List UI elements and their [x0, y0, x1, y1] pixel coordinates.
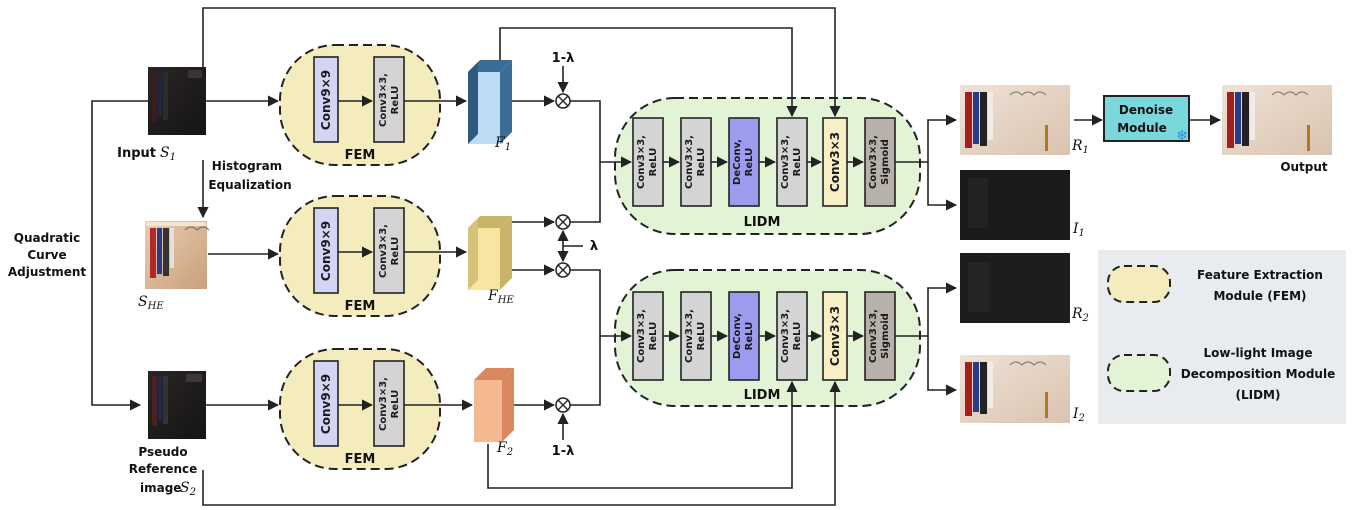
lidm-b1-line2: ReLU — [648, 322, 659, 351]
output-image-i1 — [960, 170, 1070, 240]
label-pseudo: Pseudo — [138, 445, 187, 459]
symbol-r1: R1 — [1071, 138, 1089, 156]
legend-fem-line2: Module (FEM) — [1213, 289, 1306, 303]
conv9-block — [313, 207, 339, 294]
label-reference: Reference — [129, 462, 198, 476]
conv3-relu-block — [373, 360, 405, 447]
lidm-title: LIDM — [744, 388, 781, 403]
input-image-s1 — [148, 67, 206, 135]
multiply-operator-he-top — [555, 214, 571, 230]
legend-lidm-line2: Decomposition Module — [1181, 367, 1335, 381]
label-adjustment: Adjustment — [8, 265, 87, 279]
label-equalization: Equalization — [208, 178, 291, 192]
lidm-b6-line2: Sigmoid — [880, 313, 891, 359]
label-output: Output — [1280, 160, 1328, 174]
lidm-b1-line1: Conv3×3, — [636, 135, 647, 189]
label-histogram: Histogram — [212, 159, 282, 173]
fem-title: FEM — [345, 452, 376, 467]
symbol-r2: R2 — [1071, 306, 1089, 324]
symbol-f2: F2 — [496, 440, 513, 458]
legend-lidm: Low-light Image Decomposition Module (LI… — [1107, 346, 1335, 402]
conv3-label-line2: ReLU — [390, 86, 401, 115]
conv3-label-line1: Conv3×3, — [378, 73, 389, 127]
lidm-b3-line2: ReLU — [744, 322, 755, 351]
symbol-s1: S1 — [160, 145, 176, 163]
final-output-image — [1222, 85, 1332, 155]
conv9-label: Conv9×9 — [319, 70, 333, 130]
conv9-label: Conv9×9 — [319, 374, 333, 434]
lidm-b5: Conv3×3 — [828, 306, 842, 366]
conv3-relu-block — [373, 56, 405, 143]
conv3-label-line1: Conv3×3, — [378, 224, 389, 278]
lidm-b4-line2: ReLU — [792, 148, 803, 177]
snowflake-icon: ❄ — [1176, 128, 1188, 144]
lidm-b2-line2: ReLU — [696, 148, 707, 177]
fem-module-bottom: FEM Conv9×9 Conv3×3, ReLU — [279, 348, 441, 470]
conv3-label-line1: Conv3×3, — [378, 377, 389, 431]
fem-module-top: FEM Conv9×9 Conv3×3, ReLU — [279, 44, 441, 166]
input-image-s2 — [148, 371, 206, 439]
lidm-b6-line2: Sigmoid — [880, 139, 891, 185]
symbol-f1: F1 — [494, 135, 511, 153]
label-image: image — [140, 481, 181, 495]
feature-map-fhe — [468, 216, 512, 290]
legend-lidm-line3: (LIDM) — [1236, 388, 1281, 402]
legend-lidm-line1: Low-light Image — [1203, 346, 1312, 360]
symbol-s2: S2 — [180, 480, 196, 498]
denoise-line1: Denoise — [1119, 103, 1173, 117]
denoise-line2: Module — [1117, 121, 1167, 135]
conv9-block — [313, 56, 339, 143]
feature-map-f1 — [468, 60, 512, 144]
label-one-minus-lambda-bottom: 1-λ — [552, 444, 575, 459]
lidm-b3-line1: DeConv, — [732, 313, 743, 359]
conv3-relu-block — [373, 207, 405, 294]
label-lambda: λ — [590, 239, 598, 254]
conv9-label: Conv9×9 — [319, 221, 333, 281]
legend-fem-line1: Feature Extraction — [1197, 268, 1323, 282]
input-image-she — [145, 221, 210, 289]
lidm-b6-line1: Conv3×3, — [868, 135, 879, 189]
lidm-b2-line2: ReLU — [696, 322, 707, 351]
lidm-b6-line1: Conv3×3, — [868, 309, 879, 363]
lidm-b3-line1: DeConv, — [732, 139, 743, 185]
feature-map-f2 — [474, 368, 514, 442]
lidm-b4-line2: ReLU — [792, 322, 803, 351]
label-quadratic: Quadratic — [14, 231, 80, 245]
lidm-b4-line1: Conv3×3, — [780, 135, 791, 189]
denoise-module: Denoise Module ❄ — [1103, 95, 1190, 144]
lidm-title: LIDM — [744, 215, 781, 230]
label-one-minus-lambda-top: 1-λ — [552, 51, 575, 66]
multiply-operator-bottom — [555, 397, 571, 413]
conv3-label-line2: ReLU — [390, 390, 401, 419]
lidm-b5: Conv3×3 — [828, 132, 842, 192]
lidm-b1-line2: ReLU — [648, 148, 659, 177]
output-image-i2 — [960, 355, 1070, 423]
lidm-b2-line1: Conv3×3, — [684, 135, 695, 189]
conv9-block — [313, 360, 339, 447]
conv3-label-line2: ReLU — [390, 237, 401, 266]
symbol-i2: I2 — [1072, 406, 1085, 424]
connectors — [91, 7, 1222, 506]
lidm-b3-line2: ReLU — [744, 148, 755, 177]
symbol-i1: I1 — [1072, 221, 1085, 239]
fem-title: FEM — [345, 148, 376, 163]
symbol-she: SHE — [138, 294, 164, 312]
lidm-b1-line1: Conv3×3, — [636, 309, 647, 363]
multiply-operator-he-bottom — [555, 262, 571, 278]
output-image-r1 — [960, 85, 1070, 155]
output-image-r2 — [960, 253, 1070, 323]
lidm-b4-line1: Conv3×3, — [780, 309, 791, 363]
multiply-operator-top — [555, 93, 571, 109]
label-curve: Curve — [27, 248, 66, 262]
lidm-b2-line1: Conv3×3, — [684, 309, 695, 363]
label-input: Input — [117, 146, 156, 161]
symbol-fhe: FHE — [487, 288, 514, 306]
legend-fem: Feature Extraction Module (FEM) — [1107, 265, 1323, 303]
fem-title: FEM — [345, 299, 376, 314]
fem-module-middle: FEM Conv9×9 Conv3×3, ReLU — [279, 195, 441, 317]
